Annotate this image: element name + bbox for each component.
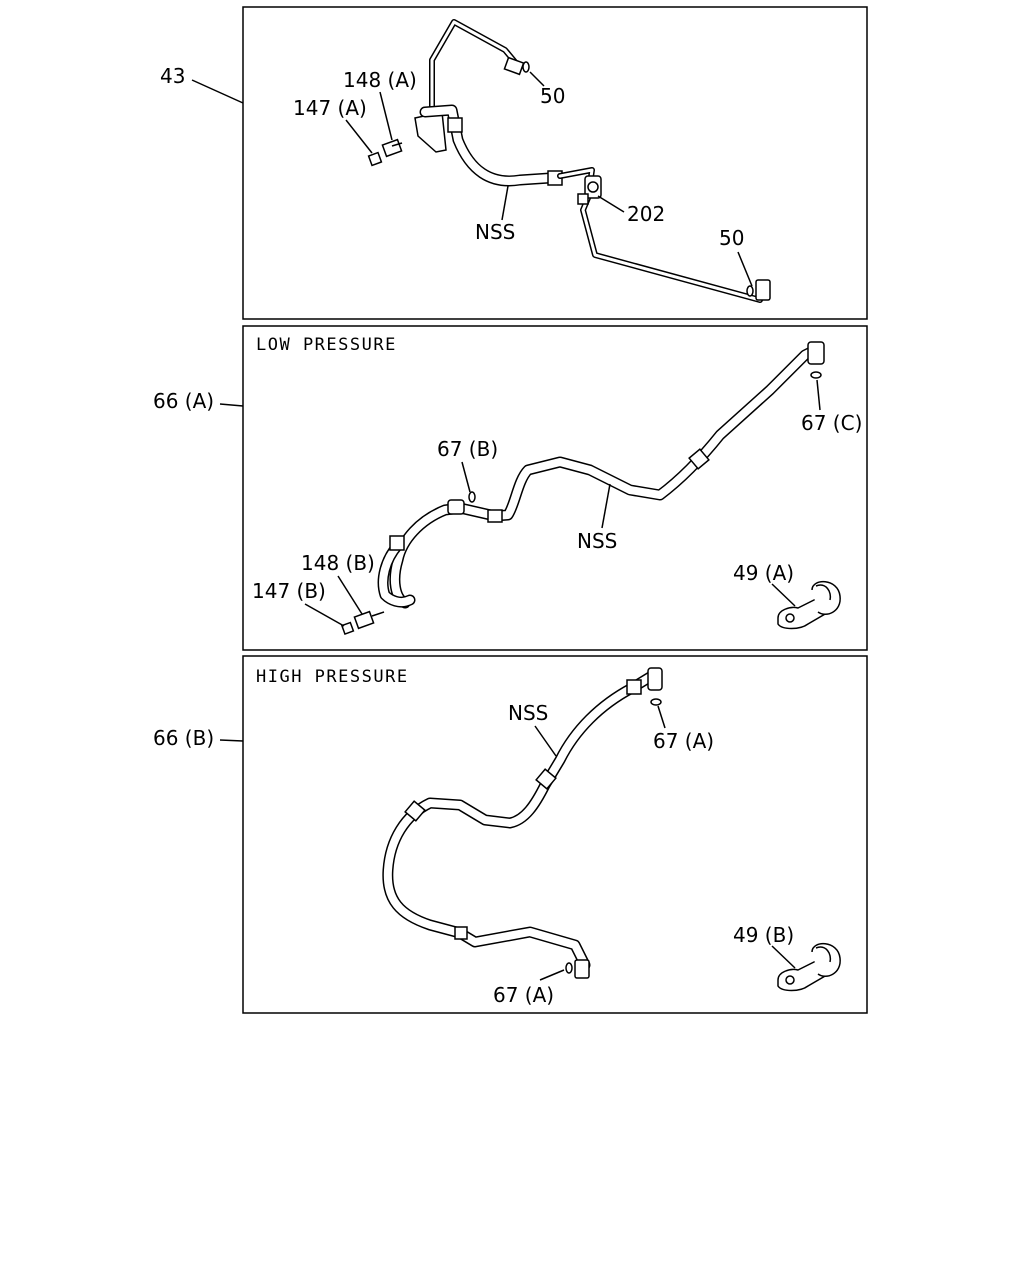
valve-202: [577, 175, 602, 205]
label-202: 202: [627, 202, 665, 226]
o-ring-50-bottom: [746, 285, 754, 297]
leader-49b: [771, 945, 796, 969]
callout-66a-leader: [219, 403, 244, 407]
label-147a: 147 (A): [293, 96, 367, 120]
panel-43: 43: [160, 6, 868, 320]
o-ring-50-top: [522, 61, 530, 73]
suction-pipe-top: [429, 19, 525, 143]
leader-67c: [816, 379, 821, 411]
o-ring-67b: [468, 491, 476, 503]
leader-nss-top: [501, 185, 509, 221]
leader-50-bottom: [737, 251, 753, 287]
label-67c: 67 (C): [801, 411, 862, 435]
label-nss-high: NSS: [508, 701, 548, 725]
leader-147b: [304, 603, 345, 627]
o-ring-67a-bottom: [565, 962, 573, 974]
panel-66b-frame: [242, 655, 868, 1014]
callout-66b-leader: [219, 739, 244, 742]
label-67a-bottom: 67 (A): [493, 983, 554, 1007]
high-pressure-hose: [382, 667, 663, 979]
panel-66a-frame: [242, 325, 868, 651]
panel-66a: LOW PRESSURE 66 (A) 67 (B) 67 (C): [153, 325, 868, 651]
callout-66a: 66 (A): [153, 389, 214, 413]
leader-50-top: [529, 71, 545, 87]
part-147a: [367, 151, 383, 167]
nss-hose-top: [419, 104, 563, 187]
label-67b: 67 (B): [437, 437, 498, 461]
clamp-49a: [777, 581, 841, 630]
callout-43: 43: [160, 64, 185, 88]
low-pressure-hose: [377, 341, 825, 609]
leader-67a-bottom: [539, 969, 565, 981]
label-49a: 49 (A): [733, 561, 794, 585]
label-50-bottom: 50: [719, 226, 744, 250]
callout-43-leader: [191, 79, 244, 104]
leader-67b: [461, 461, 471, 493]
o-ring-67a-top: [650, 698, 662, 706]
header-low-pressure: LOW PRESSURE: [256, 335, 397, 355]
panel-43-frame: [242, 6, 868, 320]
leader-nss-high: [534, 725, 557, 757]
part-148a: [381, 138, 403, 158]
leader-nss-low: [601, 483, 611, 529]
label-147b: 147 (B): [252, 579, 326, 603]
leader-147a: [345, 119, 373, 154]
label-67a-top: 67 (A): [653, 729, 714, 753]
header-high-pressure: HIGH PRESSURE: [256, 667, 409, 687]
o-ring-67c: [810, 371, 822, 379]
leader-49a: [771, 583, 796, 607]
part-148b: [353, 610, 375, 630]
callout-66b: 66 (B): [153, 726, 214, 750]
label-148b: 148 (B): [301, 551, 375, 575]
label-nss-low: NSS: [577, 529, 617, 553]
label-nss-top: NSS: [475, 220, 515, 244]
part-147b: [340, 621, 355, 636]
leader-148b: [337, 575, 363, 615]
label-49b: 49 (B): [733, 923, 794, 947]
clamp-49b: [777, 943, 841, 992]
fitting-50-bottom: [755, 279, 771, 301]
label-50-top: 50: [540, 84, 565, 108]
connector-148b: [371, 611, 385, 617]
leader-202: [597, 195, 625, 213]
panel-66b: HIGH PRESSURE 66 (B) NSS 67 (A) 67 (A): [153, 655, 868, 1014]
leader-148a: [379, 91, 393, 141]
leader-67a-top: [657, 705, 666, 729]
mounting-bracket: [414, 111, 447, 153]
label-148a: 148 (A): [343, 68, 417, 92]
